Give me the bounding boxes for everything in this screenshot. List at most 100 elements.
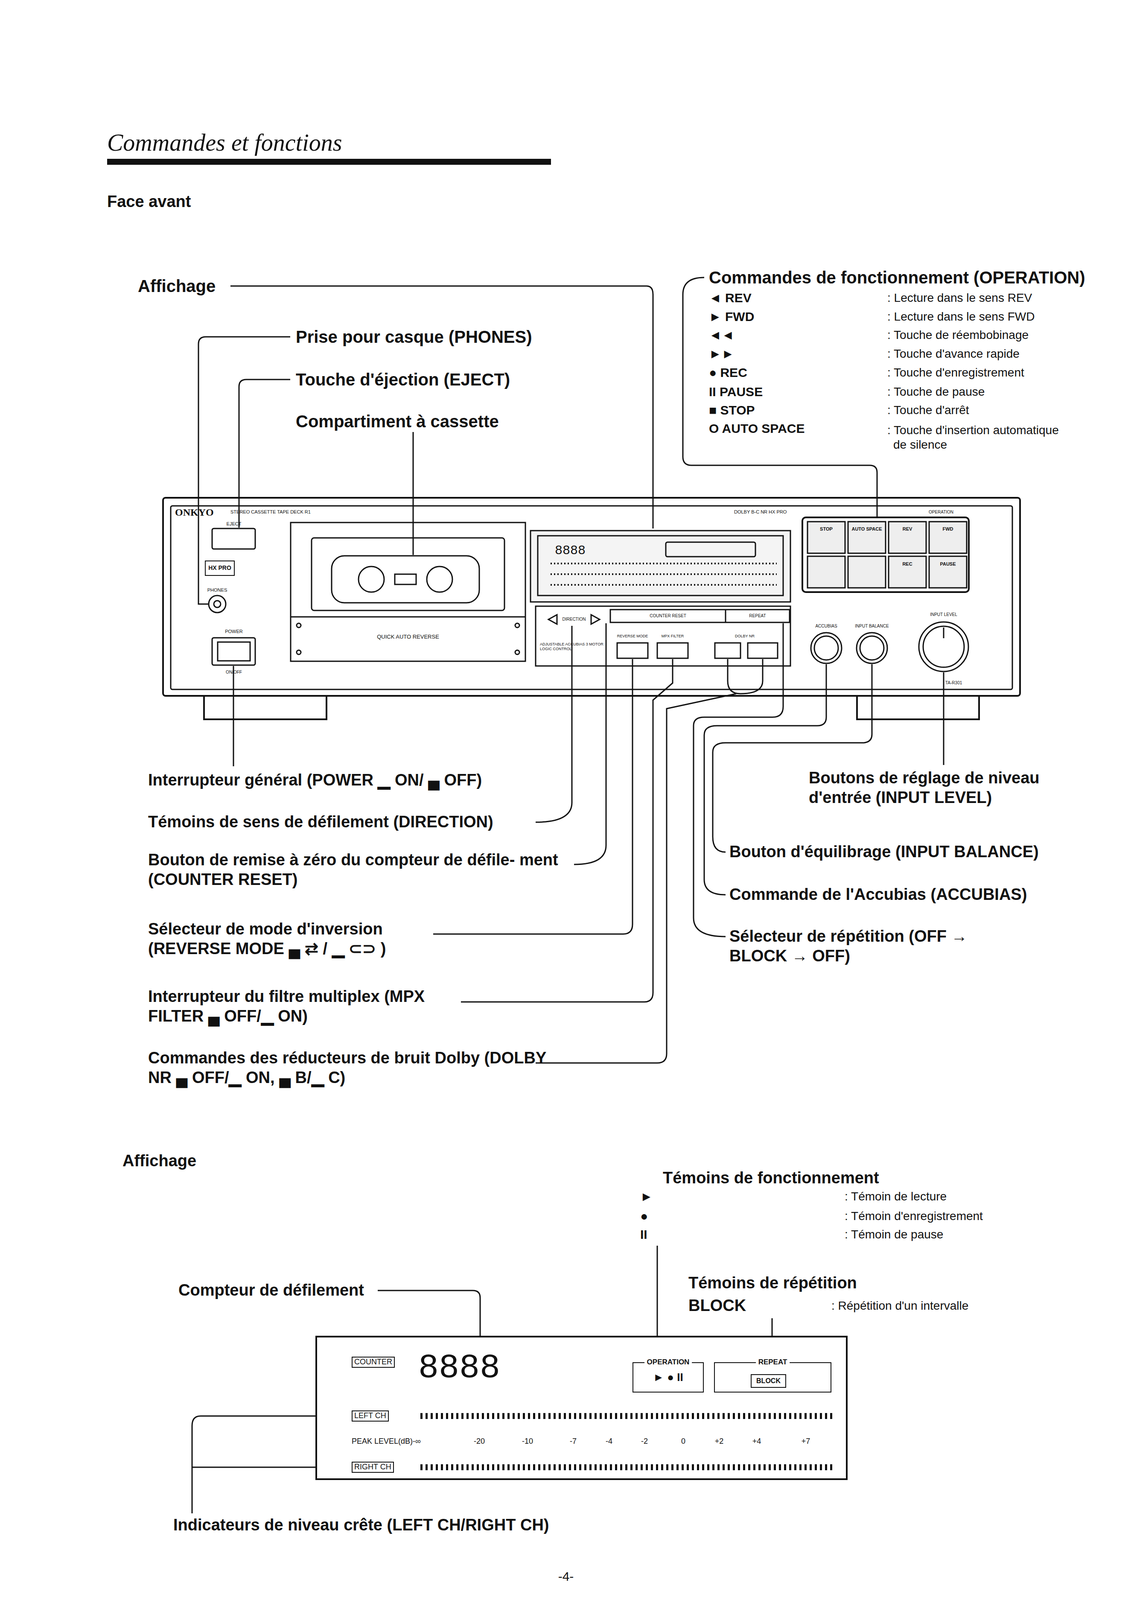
meter-segment <box>471 1463 474 1470</box>
meter-segment <box>655 1412 659 1419</box>
illustration-stroke <box>727 658 763 694</box>
meter-segment <box>548 1463 551 1470</box>
meter-segment <box>527 1412 531 1419</box>
meter-segment <box>655 1463 659 1470</box>
meter-segment <box>584 1463 587 1470</box>
meter-segment <box>799 1463 802 1470</box>
illustration-stroke <box>433 658 633 934</box>
illustration-stroke <box>107 158 551 165</box>
meter-segment <box>558 1463 561 1470</box>
meter-segment <box>712 1463 715 1470</box>
meter-segment <box>568 1412 572 1419</box>
illustration-stroke <box>535 693 737 1063</box>
illustration-stroke <box>725 609 727 623</box>
illustration-stroke <box>239 379 291 528</box>
illustration-stroke <box>233 665 235 767</box>
callout-label: 0 <box>681 1436 686 1446</box>
meter-segment <box>430 1412 433 1419</box>
meter-segment <box>486 1463 490 1470</box>
callout-label: : Répétition d'un intervalle <box>831 1298 969 1313</box>
illustration-stroke <box>311 537 505 611</box>
illustration-stroke <box>535 606 791 666</box>
meter-segment <box>461 1463 464 1470</box>
callout-label: ● <box>640 1208 648 1224</box>
meter-segment <box>645 1463 648 1470</box>
illustration-stroke <box>814 635 839 660</box>
illustration-stroke <box>888 556 927 588</box>
meter-segment <box>486 1412 490 1419</box>
illustration-stroke <box>217 641 251 661</box>
meter-segment <box>481 1463 484 1470</box>
meter-segment <box>799 1412 802 1419</box>
callout-label: OPERATION <box>928 509 954 515</box>
meter-segment <box>574 1412 577 1419</box>
illustration-stroke <box>859 635 884 660</box>
callout-label: : Touche d'arrêt <box>887 402 970 418</box>
meter-segment <box>604 1412 607 1419</box>
meter-segment <box>620 1463 623 1470</box>
meter-segment <box>492 1463 495 1470</box>
meter-segment <box>563 1412 566 1419</box>
meter-segment <box>789 1463 792 1470</box>
meter-segment <box>681 1463 684 1470</box>
meter-segment <box>753 1412 756 1419</box>
illustration-stroke <box>550 583 777 586</box>
illustration-stroke <box>918 621 969 672</box>
meter-segment <box>507 1463 510 1470</box>
meter-segment <box>686 1412 689 1419</box>
callout-label: 8888 <box>418 1347 501 1389</box>
meter-segment <box>666 1463 669 1470</box>
callout-label: ■ STOP <box>708 402 755 418</box>
callout-label: Boutons de réglage de niveau d'entrée (I… <box>808 768 1082 808</box>
meter-segment <box>824 1463 828 1470</box>
callout-label: ● REC <box>708 364 748 381</box>
meter-segment <box>804 1463 807 1470</box>
callout-label: : Touche de pause <box>887 384 985 400</box>
meter-segment <box>676 1463 679 1470</box>
meter-segment <box>712 1412 715 1419</box>
box-text: BLOCK <box>756 1376 781 1385</box>
callout-label: PHONES <box>207 587 228 593</box>
callout-label: -10 <box>521 1436 534 1446</box>
illustration-stroke <box>888 521 927 554</box>
meter-segment <box>589 1412 592 1419</box>
callout-label: -2 <box>641 1436 648 1446</box>
callout-label: -4 <box>605 1436 613 1446</box>
callout-label: : Lecture dans le sens FWD <box>887 309 1035 324</box>
meter-segment <box>543 1463 546 1470</box>
meter-segment <box>727 1463 730 1470</box>
illustration-stroke <box>807 521 846 554</box>
callout-label: 8888 <box>554 542 586 559</box>
callout-label: Compartiment à cassette <box>295 411 499 432</box>
callout-label: : Touche de réembobinage <box>887 327 1029 343</box>
illustration-stroke <box>714 642 741 659</box>
callout-label: EJECT <box>226 521 242 527</box>
illustration-stroke <box>856 695 980 720</box>
callout-label: QUICK AUTO REVERSE <box>376 633 440 641</box>
meter-segment <box>773 1463 776 1470</box>
callout-label: ►► <box>708 346 735 362</box>
illustration-stroke <box>420 1412 833 1470</box>
illustration-stroke <box>212 637 256 665</box>
meter-segment <box>502 1463 505 1470</box>
callout-label: : Touche d'avance rapide <box>887 346 1020 362</box>
callout-label: REPEAT <box>749 613 766 619</box>
callout-label: ACCUBIAS <box>815 623 837 629</box>
callout-label: STOP <box>819 526 833 532</box>
meter-segment <box>824 1412 828 1419</box>
illustration-stroke <box>208 595 226 613</box>
meter-segment <box>748 1412 751 1419</box>
meter-segment <box>696 1412 700 1419</box>
meter-segment <box>476 1463 479 1470</box>
callout-label: ◄◄ <box>708 327 735 343</box>
meter-segment <box>794 1412 797 1419</box>
meter-segment <box>630 1412 633 1419</box>
illustration-stroke <box>212 528 256 549</box>
illustration-stroke <box>426 566 453 592</box>
meter-segment <box>789 1412 792 1419</box>
meter-segment <box>814 1463 817 1470</box>
callout-label: Touche d'éjection (EJECT) <box>295 369 511 390</box>
display-indicator-box: OPERATION► ● II <box>632 1361 704 1393</box>
meter-segment <box>558 1412 561 1419</box>
callout-label: LEFT CH <box>351 1410 389 1422</box>
